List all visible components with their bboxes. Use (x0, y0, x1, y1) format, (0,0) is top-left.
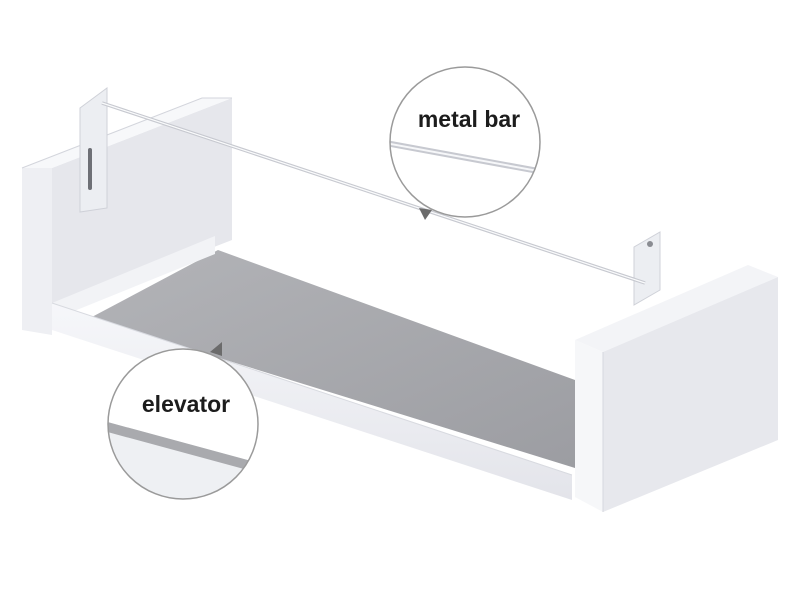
right-side-panel (575, 265, 778, 512)
metal-bar (101, 101, 646, 285)
metal-bar-label: metal bar (418, 106, 520, 132)
metal-bar-callout: metal bar (389, 66, 541, 220)
elevator-pointer (210, 342, 222, 356)
shelf-floor (90, 250, 575, 468)
left-hanging-bracket (79, 87, 108, 213)
metal-bar-pointer (419, 208, 432, 220)
elevator-label: elevator (142, 391, 230, 417)
right-hanging-bracket (633, 231, 661, 306)
